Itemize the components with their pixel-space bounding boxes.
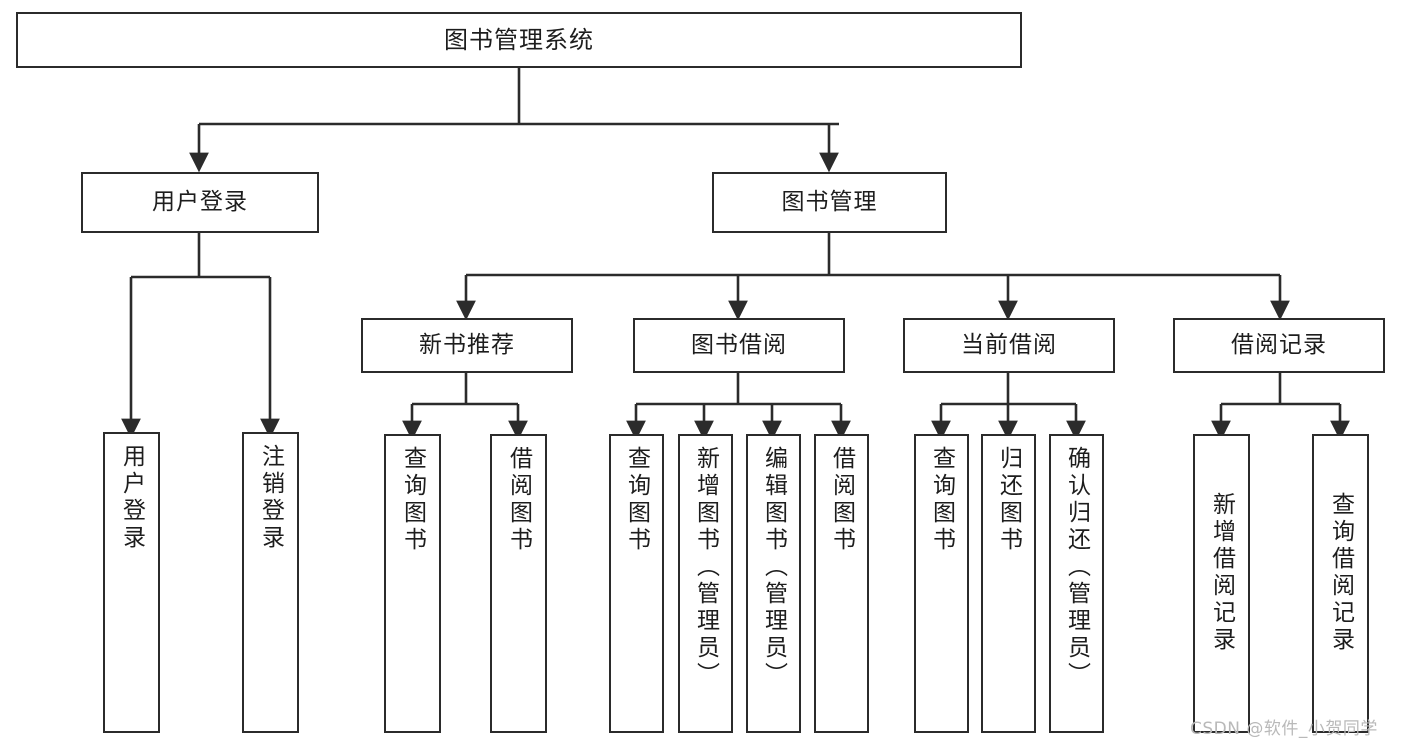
node-label: 编辑图书（管理员） <box>760 446 787 689</box>
node-leaf-return-book[interactable]: 归还图书 <box>981 434 1036 733</box>
node-label: 注销登录 <box>257 444 284 552</box>
node-leaf-query-book-1[interactable]: 查询图书 <box>384 434 441 733</box>
node-leaf-borrow-book-2[interactable]: 借阅图书 <box>814 434 869 733</box>
node-label: 查询图书 <box>399 446 426 554</box>
node-label: 新增借阅记录 <box>1208 492 1235 654</box>
node-borrow-record[interactable]: 借阅记录 <box>1173 318 1385 373</box>
node-leaf-confirm-return[interactable]: 确认归还（管理员） <box>1049 434 1104 733</box>
node-label: 图书管理系统 <box>444 25 594 54</box>
node-label: 新书推荐 <box>419 331 515 358</box>
node-leaf-logout[interactable]: 注销登录 <box>242 432 299 733</box>
node-label: 用户登录 <box>152 188 248 215</box>
node-label: 用户登录 <box>118 444 145 552</box>
node-book-management[interactable]: 图书管理 <box>712 172 947 233</box>
node-leaf-add-book[interactable]: 新增图书（管理员） <box>678 434 733 733</box>
node-new-book-recommend[interactable]: 新书推荐 <box>361 318 573 373</box>
node-label: 归还图书 <box>995 446 1022 554</box>
node-label: 查询图书 <box>623 446 650 554</box>
node-label: 图书借阅 <box>691 331 787 358</box>
node-user-login[interactable]: 用户登录 <box>81 172 319 233</box>
node-leaf-add-record[interactable]: 新增借阅记录 <box>1193 434 1250 733</box>
node-book-borrow[interactable]: 图书借阅 <box>633 318 845 373</box>
csdn-watermark: CSDN @软件_小贺同学 <box>1190 719 1378 739</box>
node-label: 确认归还（管理员） <box>1063 446 1090 689</box>
node-label: 借阅图书 <box>828 446 855 554</box>
node-leaf-borrow-book-1[interactable]: 借阅图书 <box>490 434 547 733</box>
node-current-borrow[interactable]: 当前借阅 <box>903 318 1115 373</box>
node-label: 查询图书 <box>928 446 955 554</box>
node-label: 当前借阅 <box>961 331 1057 358</box>
node-label: 图书管理 <box>781 188 878 215</box>
node-label: 新增图书（管理员） <box>692 446 719 689</box>
node-root-system[interactable]: 图书管理系统 <box>16 12 1022 68</box>
node-leaf-query-book-3[interactable]: 查询图书 <box>914 434 969 733</box>
node-leaf-query-book-2[interactable]: 查询图书 <box>609 434 664 733</box>
node-label: 借阅图书 <box>505 446 532 554</box>
node-leaf-query-record[interactable]: 查询借阅记录 <box>1312 434 1369 733</box>
node-label: 借阅记录 <box>1231 331 1327 358</box>
node-leaf-edit-book[interactable]: 编辑图书（管理员） <box>746 434 801 733</box>
node-leaf-user-login[interactable]: 用户登录 <box>103 432 160 733</box>
node-label: 查询借阅记录 <box>1327 492 1354 654</box>
